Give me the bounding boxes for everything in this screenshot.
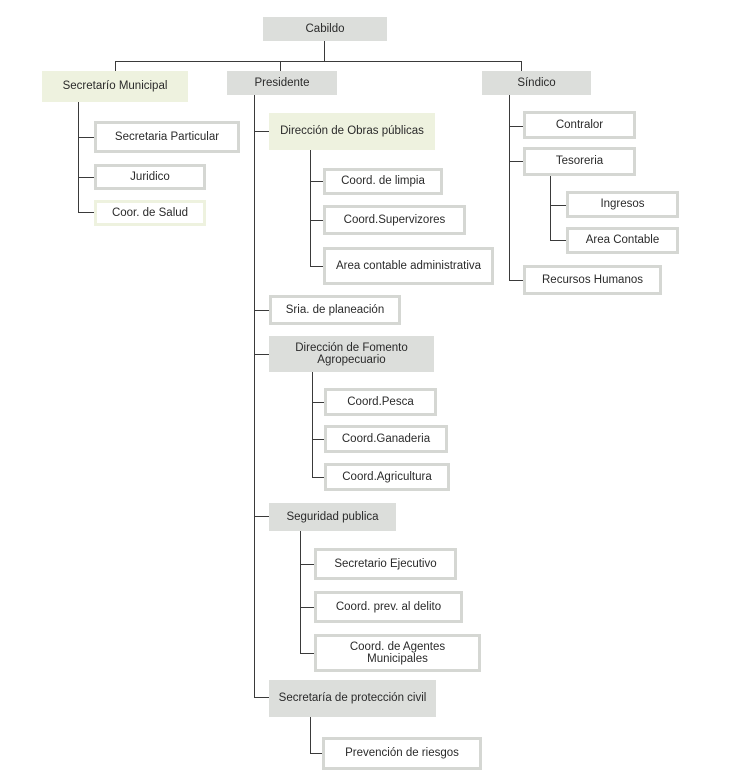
connector: [115, 61, 116, 71]
connector: [254, 354, 269, 355]
connector: [310, 753, 322, 754]
node-direccion-fomento: Dirección de Fomento Agropecuario: [269, 336, 434, 372]
connector: [509, 95, 510, 281]
connector: [550, 176, 551, 241]
connector: [312, 372, 313, 478]
connector: [254, 131, 269, 132]
node-coord-ganaderia: Coord.Ganaderia: [324, 425, 448, 453]
connector: [254, 516, 269, 517]
node-ingresos: Ingresos: [566, 191, 679, 218]
connector: [300, 607, 314, 608]
node-coord-pesca: Coord.Pesca: [324, 388, 437, 416]
connector: [300, 653, 314, 654]
node-prevencion-riesgos: Prevención de riesgos: [322, 737, 482, 770]
node-direccion-obras: Dirección de Obras públicas: [269, 113, 435, 150]
connector: [78, 137, 94, 138]
connector: [254, 697, 269, 698]
connector: [509, 126, 523, 127]
node-sria-planeacion: Sria. de planeación: [269, 295, 401, 325]
connector: [550, 240, 566, 241]
node-presidente: Presidente: [227, 71, 337, 95]
node-coord-prev-delito: Coord. prev. al delito: [314, 591, 463, 623]
connector: [509, 161, 523, 162]
node-area-contable-administrativa: Area contable administrativa: [323, 247, 494, 285]
connector: [521, 61, 522, 71]
node-secretaria-particular: Secretaria Particular: [94, 121, 240, 153]
connector: [310, 717, 311, 754]
node-recursos-humanos: Recursos Humanos: [523, 265, 662, 295]
node-juridico: Juridico: [94, 164, 206, 190]
node-sindico: Síndico: [482, 71, 591, 95]
connector: [254, 310, 269, 311]
node-coord-limpia: Coord. de limpia: [323, 168, 443, 195]
node-coor-salud: Coor. de Salud: [94, 200, 206, 226]
connector: [300, 564, 314, 565]
connector: [312, 402, 324, 403]
node-coord-agentes-municipales: Coord. de Agentes Municipales: [314, 634, 481, 672]
node-cabildo: Cabildo: [263, 17, 387, 41]
node-coord-agricultura: Coord.Agricultura: [324, 463, 450, 491]
connector: [509, 280, 523, 281]
node-coord-supervizores: Coord.Supervizores: [323, 205, 466, 235]
connector: [78, 212, 94, 213]
connector: [310, 150, 311, 267]
connector: [78, 177, 94, 178]
connector: [550, 205, 566, 206]
node-seguridad-publica: Seguridad publica: [269, 503, 396, 531]
connector: [310, 266, 323, 267]
node-secretario-ejecutivo: Secretario Ejecutivo: [314, 548, 457, 580]
connector: [312, 477, 324, 478]
connector: [280, 61, 281, 71]
connector: [254, 95, 255, 698]
node-secretario-municipal: Secretarío Municipal: [42, 71, 188, 102]
connector: [312, 439, 324, 440]
connector: [78, 101, 79, 213]
connector: [324, 40, 325, 62]
node-secretaria-proteccion-civil: Secretaría de protección civil: [269, 680, 436, 717]
node-area-contable: Area Contable: [566, 227, 679, 254]
node-tesoreria: Tesoreria: [523, 147, 636, 176]
connector: [310, 181, 323, 182]
connector: [300, 531, 301, 654]
connector: [115, 61, 522, 62]
node-contralor: Contralor: [523, 111, 636, 139]
connector: [310, 220, 323, 221]
